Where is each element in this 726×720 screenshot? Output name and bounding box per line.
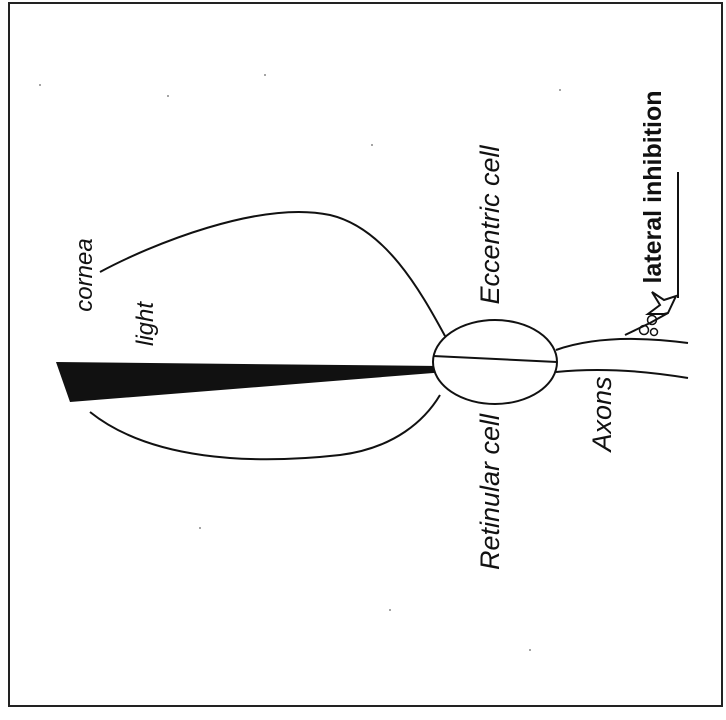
retinular-cell-label: Retinular cell	[475, 413, 505, 570]
synapse-symbol	[624, 291, 678, 337]
cell-divider-line	[432, 355, 558, 363]
cornea-outline-lower	[89, 394, 441, 461]
axons-label: Axons	[587, 376, 617, 453]
axon-bundle-lower	[555, 369, 689, 379]
eccentric-cell-label: Eccentric cell	[475, 144, 505, 304]
cornea-label: cornea	[71, 238, 98, 311]
scan-noise	[39, 74, 561, 651]
cornea-outline-upper	[99, 211, 446, 337]
figure-frame	[8, 2, 723, 707]
lateral-inhibition-label: lateral inhibition	[639, 90, 667, 283]
axon-bundle-upper	[555, 338, 689, 351]
light-label: light	[132, 301, 159, 346]
light-beam	[56, 362, 446, 402]
